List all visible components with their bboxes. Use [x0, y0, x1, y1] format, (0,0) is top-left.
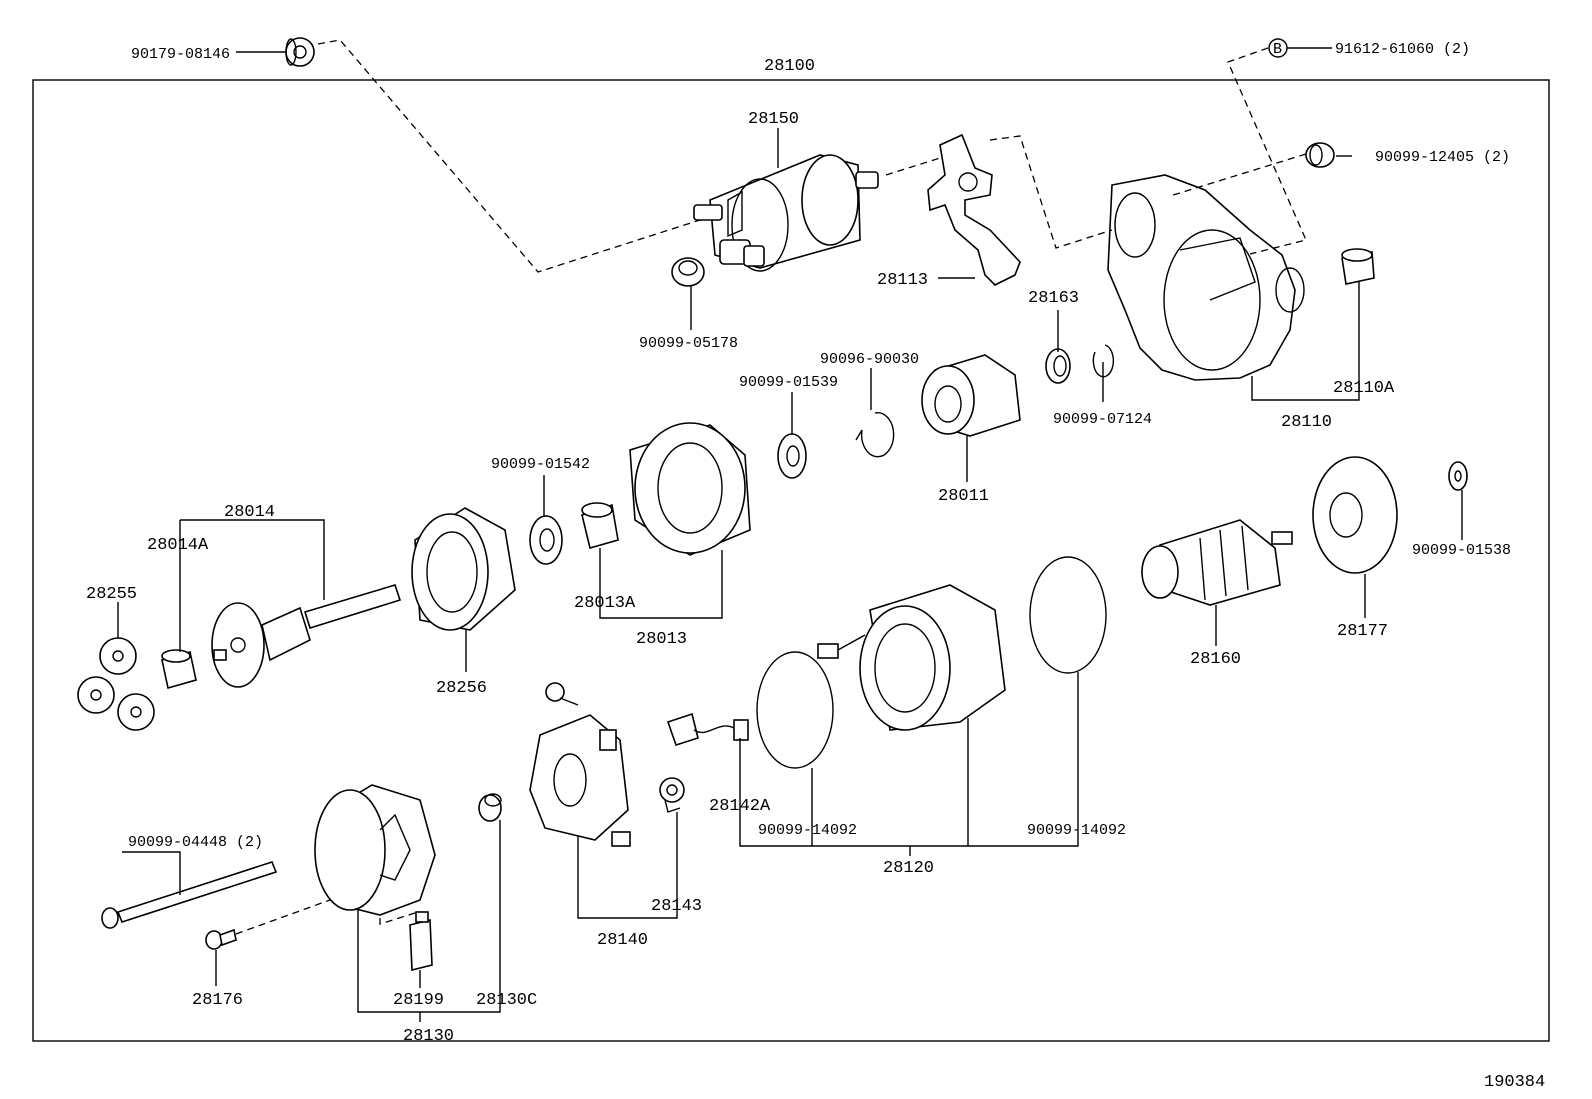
label-28143: 28143 — [651, 897, 702, 916]
bushing-28013A[interactable] — [581, 502, 619, 549]
armature-28160[interactable] — [1141, 519, 1293, 606]
washer-90099-01538[interactable] — [1448, 461, 1468, 491]
callout-B: B — [1273, 41, 1282, 58]
label-90099-12405: 90099-12405 (2) — [1375, 149, 1510, 166]
ref-line-B — [1227, 47, 1307, 255]
leader-lines — [117, 51, 1463, 1022]
label-28255: 28255 — [86, 585, 137, 604]
lead-28113[interactable] — [927, 133, 1021, 286]
label-28110A: 28110A — [1333, 379, 1395, 398]
label-28160: 28160 — [1190, 650, 1241, 669]
label-90099-01542: 90099-01542 — [491, 456, 590, 473]
washer-90099-01539[interactable] — [777, 433, 807, 479]
starter-housing-28110[interactable] — [1107, 174, 1305, 381]
ref-line-28150-28113 — [885, 157, 941, 176]
ring-28163[interactable] — [1045, 348, 1071, 384]
label-90096-90030: 90096-90030 — [820, 351, 919, 368]
label-28140: 28140 — [597, 931, 648, 950]
planetary-gears-28255[interactable] — [77, 637, 155, 731]
spring-28143[interactable] — [659, 777, 685, 813]
label-90179-08146: 90179-08146 — [131, 46, 230, 63]
label-28163: 28163 — [1028, 289, 1079, 308]
bushing-90099-05178[interactable] — [671, 257, 705, 287]
ref-line-12405 — [1169, 153, 1307, 197]
bushing-28110A[interactable] — [1341, 248, 1375, 285]
label-90099-07124: 90099-07124 — [1053, 411, 1152, 428]
label-28176: 28176 — [192, 991, 243, 1010]
end-frame-28130[interactable] — [314, 784, 436, 916]
label-28014A: 28014A — [147, 536, 209, 555]
label-28130C: 28130C — [476, 991, 537, 1010]
label-90099-14092-left: 90099-14092 — [758, 822, 857, 839]
brush-holder-28140[interactable] — [529, 682, 631, 847]
label-90099-01538: 90099-01538 — [1412, 542, 1511, 559]
label-91612-61060: 91612-61060 (2) — [1335, 41, 1470, 58]
nut-90179-08146[interactable] — [285, 37, 315, 67]
bushing-28130C[interactable] — [478, 793, 502, 822]
label-28013: 28013 — [636, 630, 687, 649]
cover-28199[interactable] — [409, 911, 433, 972]
label-90099-05178: 90099-05178 — [639, 335, 738, 352]
label-90099-04448: 90099-04448 (2) — [128, 834, 263, 851]
label-28130: 28130 — [403, 1027, 454, 1046]
nut-90099-12405[interactable] — [1305, 142, 1335, 168]
bushing-28014A[interactable] — [161, 649, 197, 690]
screw-28176[interactable] — [205, 928, 237, 950]
label-28256: 28256 — [436, 679, 487, 698]
clutch-28011[interactable] — [921, 354, 1021, 437]
label-28100: 28100 — [764, 57, 815, 76]
snap-ring-90099-07124[interactable] — [1092, 344, 1115, 378]
o-ring-90099-14092-left[interactable] — [756, 651, 834, 769]
ref-line-28176 — [235, 899, 331, 935]
label-28120: 28120 — [883, 859, 934, 878]
snap-ring-90096-90030[interactable] — [855, 412, 895, 458]
plate-28177[interactable] — [1312, 456, 1398, 574]
label-90099-01539: 90099-01539 — [739, 374, 838, 391]
label-28013A: 28013A — [574, 594, 636, 613]
label-28110: 28110 — [1281, 413, 1332, 432]
ref-line-90179 — [317, 39, 701, 273]
yoke-28120[interactable] — [817, 584, 1006, 731]
label-28177: 28177 — [1337, 622, 1388, 641]
magnetic-switch-28150[interactable] — [693, 154, 879, 272]
label-28150: 28150 — [748, 110, 799, 129]
diagram-code: 190384 — [1484, 1073, 1545, 1092]
label-28011: 28011 — [938, 487, 989, 506]
label-28014: 28014 — [224, 503, 275, 522]
label-90099-14092-right: 90099-14092 — [1027, 822, 1126, 839]
label-28142A: 28142A — [709, 797, 771, 816]
brush-28142A[interactable] — [666, 712, 749, 746]
ref-line-28199 — [379, 911, 419, 925]
internal-gear-28256[interactable] — [411, 507, 516, 631]
output-shaft-28014[interactable] — [211, 584, 402, 688]
label-28199: 28199 — [393, 991, 444, 1010]
assembly-frame — [32, 79, 1550, 1042]
through-bolt-90099-04448[interactable] — [101, 861, 278, 929]
washer-90099-01542[interactable] — [529, 515, 563, 565]
planetary-housing-28013[interactable] — [629, 422, 751, 556]
o-ring-90099-14092-right[interactable] — [1029, 556, 1107, 674]
label-28113: 28113 — [877, 271, 928, 290]
ref-line-28113-28110 — [989, 135, 1113, 249]
